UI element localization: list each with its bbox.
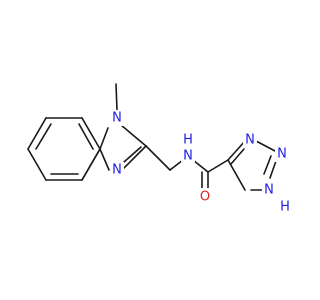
bond — [263, 155, 272, 175]
bond — [78, 123, 94, 150]
bond — [35, 123, 52, 150]
bond — [99, 148, 110, 171]
atom-label: H — [183, 133, 193, 148]
atoms: N N N H O N N N H — [110, 110, 290, 215]
atom-label: N — [112, 111, 122, 126]
bond — [120, 124, 147, 147]
bond — [115, 83, 118, 111]
bonds — [27, 83, 278, 191]
nitrogen-atom-imidazole-3: N — [110, 162, 124, 178]
bond — [192, 159, 209, 173]
nitrogen-atom-imidazole-1: N — [110, 110, 124, 126]
bond — [81, 117, 101, 150]
nitrogen-atom-triazole-3: N H — [262, 182, 290, 215]
nitrogen-atom-triazole-1: N — [243, 132, 257, 148]
atom-label: N — [264, 183, 274, 198]
nitrogen-atom-triazole-2: N — [275, 146, 289, 162]
oxygen-atom: O — [198, 188, 212, 205]
atom-label: O — [200, 190, 210, 205]
nitrogen-atom-amide: N H — [181, 133, 195, 164]
atom-label: N — [112, 163, 122, 178]
bond — [145, 145, 171, 171]
bond — [123, 146, 142, 163]
bond — [27, 117, 47, 150]
bond — [169, 159, 184, 171]
atom-label: N — [277, 147, 287, 162]
atom-label: N — [245, 133, 255, 148]
bond — [27, 148, 47, 181]
atom-label: N — [183, 149, 193, 164]
bond — [81, 148, 101, 181]
bond — [99, 127, 109, 150]
bond — [227, 159, 246, 191]
atom-label: H — [280, 200, 290, 215]
molecule-structure: N N N H O N N N H — [27, 83, 290, 215]
bond — [255, 140, 278, 153]
bond — [121, 145, 147, 171]
bond — [227, 140, 246, 161]
bond — [207, 159, 229, 173]
bond — [230, 148, 245, 165]
